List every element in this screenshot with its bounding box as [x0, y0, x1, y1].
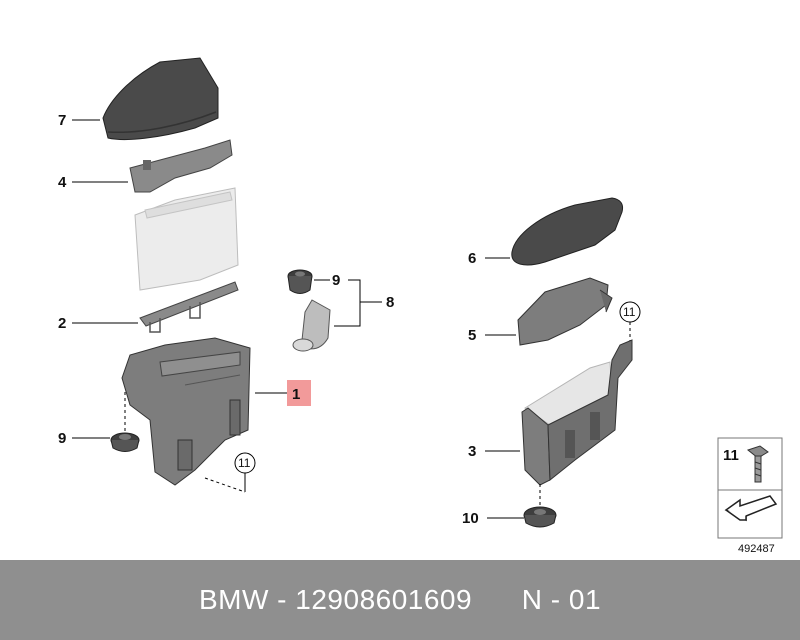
part-4-bracket[interactable]: [129, 139, 233, 193]
callout-6[interactable]: 6: [468, 250, 476, 267]
circle-11-left: [234, 452, 256, 474]
footer-gap: [472, 584, 522, 615]
callout-1-highlight: [287, 380, 311, 406]
callout-4[interactable]: 4: [58, 174, 67, 191]
footer-bar: BMW - 12908601609 N - 01: [0, 560, 800, 640]
part-2-rail[interactable]: [139, 281, 239, 333]
part-6-cover[interactable]: [511, 197, 623, 266]
footer-part-number: 12908601609: [295, 584, 473, 615]
callout-10[interactable]: 10: [462, 510, 479, 527]
callout-2[interactable]: 2: [58, 315, 66, 332]
callout-8[interactable]: 8: [386, 294, 394, 311]
callout-9-middle[interactable]: 9: [332, 272, 340, 289]
callout-11-right[interactable]: 11: [623, 305, 636, 319]
callout-1[interactable]: 1: [292, 386, 300, 403]
footer-code-prefix: N: [521, 584, 543, 615]
footer-code-suffix: 01: [568, 584, 602, 615]
bracket-line-8: [334, 279, 382, 327]
dashed-line-11-left: [204, 477, 246, 493]
part-8-holder[interactable]: [292, 299, 331, 352]
callout-7[interactable]: 7: [58, 112, 66, 129]
part-9-grommet-middle[interactable]: [287, 269, 313, 294]
part-3-carrier[interactable]: [521, 339, 633, 486]
part-9-grommet-left[interactable]: [110, 432, 140, 452]
footer-separator-1: -: [268, 584, 296, 615]
reference-id: 492487: [738, 543, 775, 555]
part-1-carrier[interactable]: [121, 337, 251, 486]
circle-11-right: [619, 301, 641, 323]
callout-3[interactable]: 3: [468, 443, 476, 460]
callout-11-left[interactable]: 11: [238, 456, 251, 470]
callout-5[interactable]: 5: [468, 327, 476, 344]
reference-arrow-icon: [724, 495, 778, 522]
footer-text: BMW - 12908601609 N - 01: [199, 584, 601, 616]
footer-separator-2: -: [542, 584, 569, 615]
footer-brand: BMW: [198, 584, 269, 615]
callout-9-left[interactable]: 9: [58, 430, 66, 447]
control-unit: [134, 187, 239, 291]
part-5-cover[interactable]: [517, 277, 613, 346]
legend-bolt-number: 11: [723, 447, 739, 464]
part-10-grommet[interactable]: [523, 506, 557, 528]
legend-box: 11: [717, 437, 783, 539]
parts-diagram: 7 4 2 1 9 11: [58, 57, 783, 555]
bolt-icon: [746, 445, 769, 483]
part-7-cover[interactable]: [102, 57, 219, 140]
